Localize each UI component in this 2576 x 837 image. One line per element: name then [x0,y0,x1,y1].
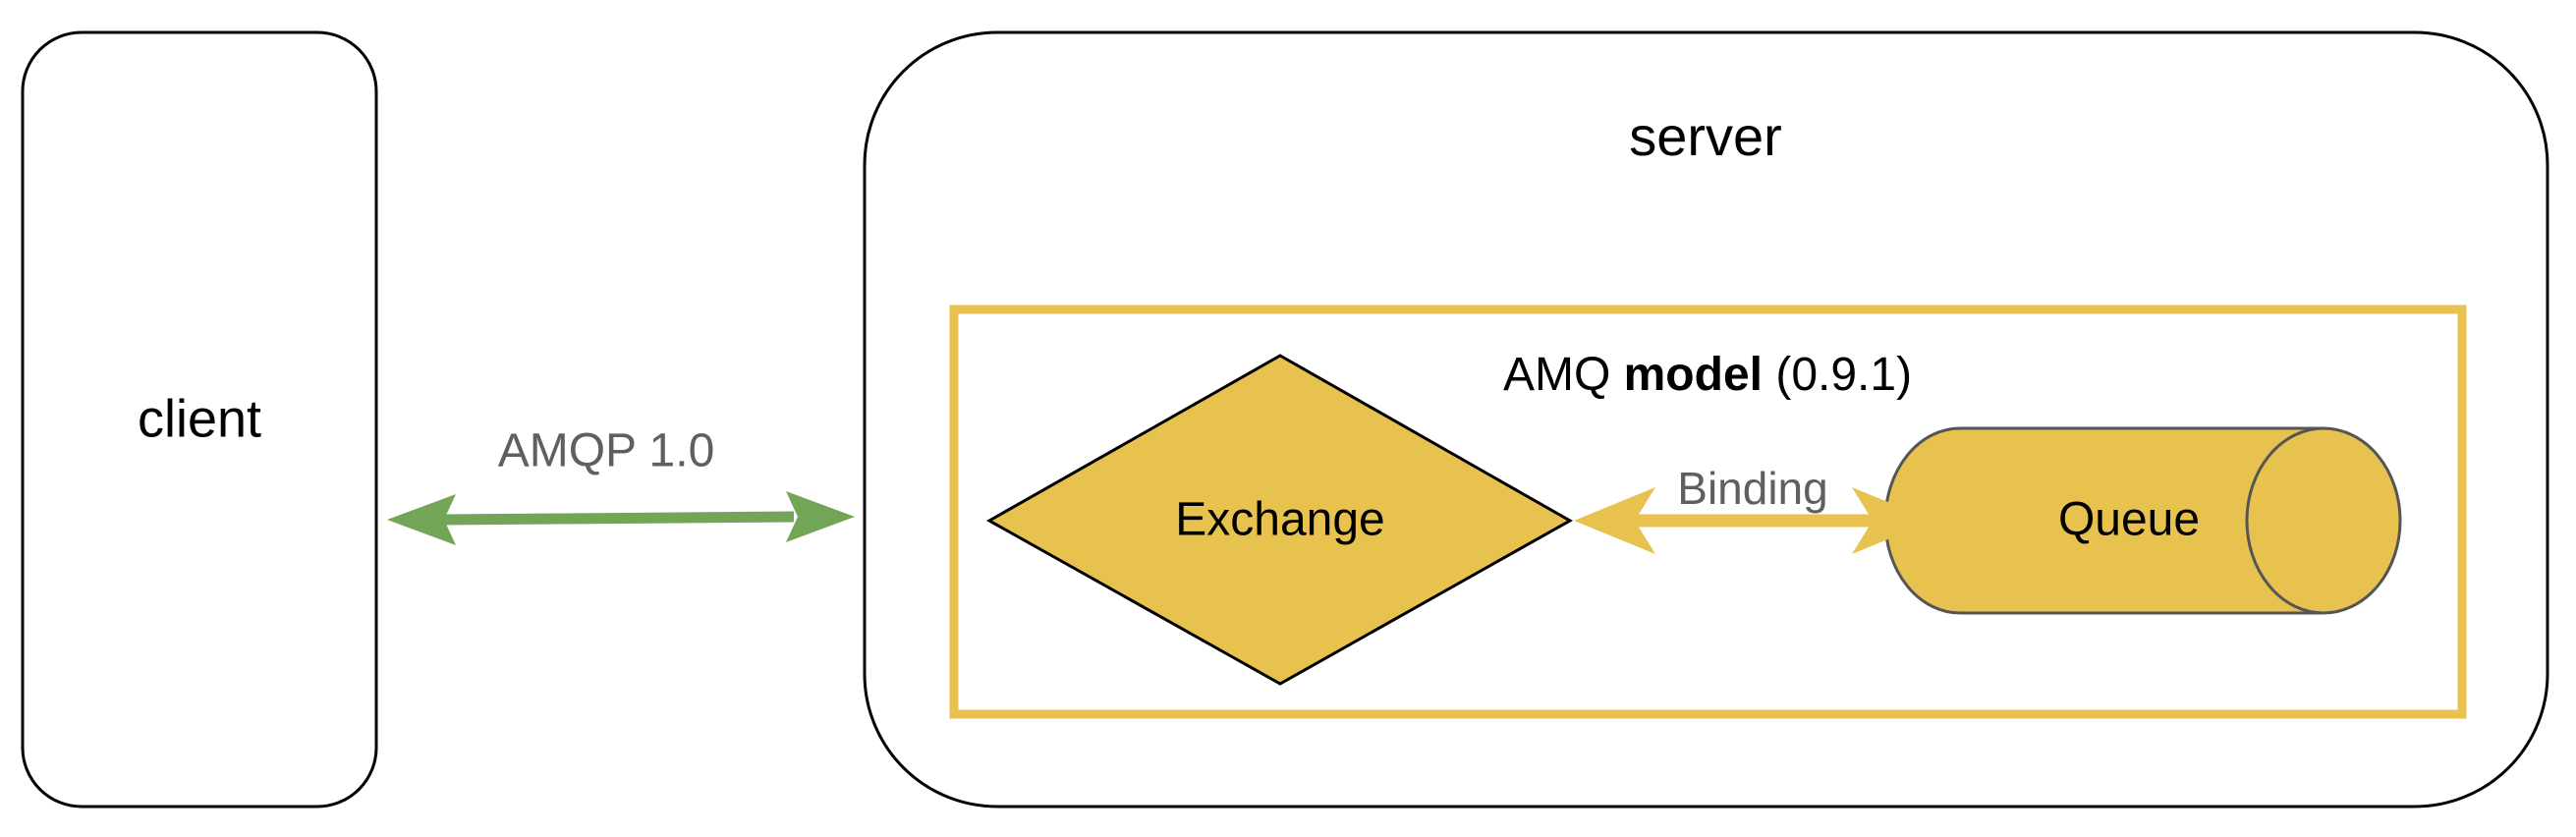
client-box [21,30,378,809]
server-label: server [1629,105,1782,167]
binding-connector: Binding [1574,463,1933,554]
binding-label: Binding [1677,463,1827,514]
exchange-node: Exchange [985,354,1574,686]
queue-label: Queue [2058,494,2200,546]
amqp-arrow-head-right [786,491,855,542]
amq-model-title-bold: model [1624,349,1763,401]
client-node: client [21,30,378,809]
amqp-label: AMQP 1.0 [498,425,715,477]
client-label: client [138,389,261,448]
amqp-link-connector: AMQP 1.0 [387,425,855,545]
exchange-diamond [985,354,1574,686]
amq-model-box [949,305,2467,719]
queue-node: Queue [1883,426,2402,615]
binding-arrow-head-right [1852,487,1933,554]
amq-model-title: AMQ model (0.9.1) [1503,349,1912,401]
amq-model-title-suffix: (0.9.1) [1775,349,1912,401]
amq-model-container: AMQ model (0.9.1) [949,305,2467,719]
binding-arrow-head-left [1574,487,1655,554]
queue-cylinder-cap [2245,426,2402,615]
amqp-arrow-head-left [387,494,456,545]
server-node: server [863,30,2549,809]
amqp-arrow-shaft [441,511,795,526]
amq-model-title-prefix: AMQ [1503,349,1610,401]
exchange-label: Exchange [1175,494,1385,546]
